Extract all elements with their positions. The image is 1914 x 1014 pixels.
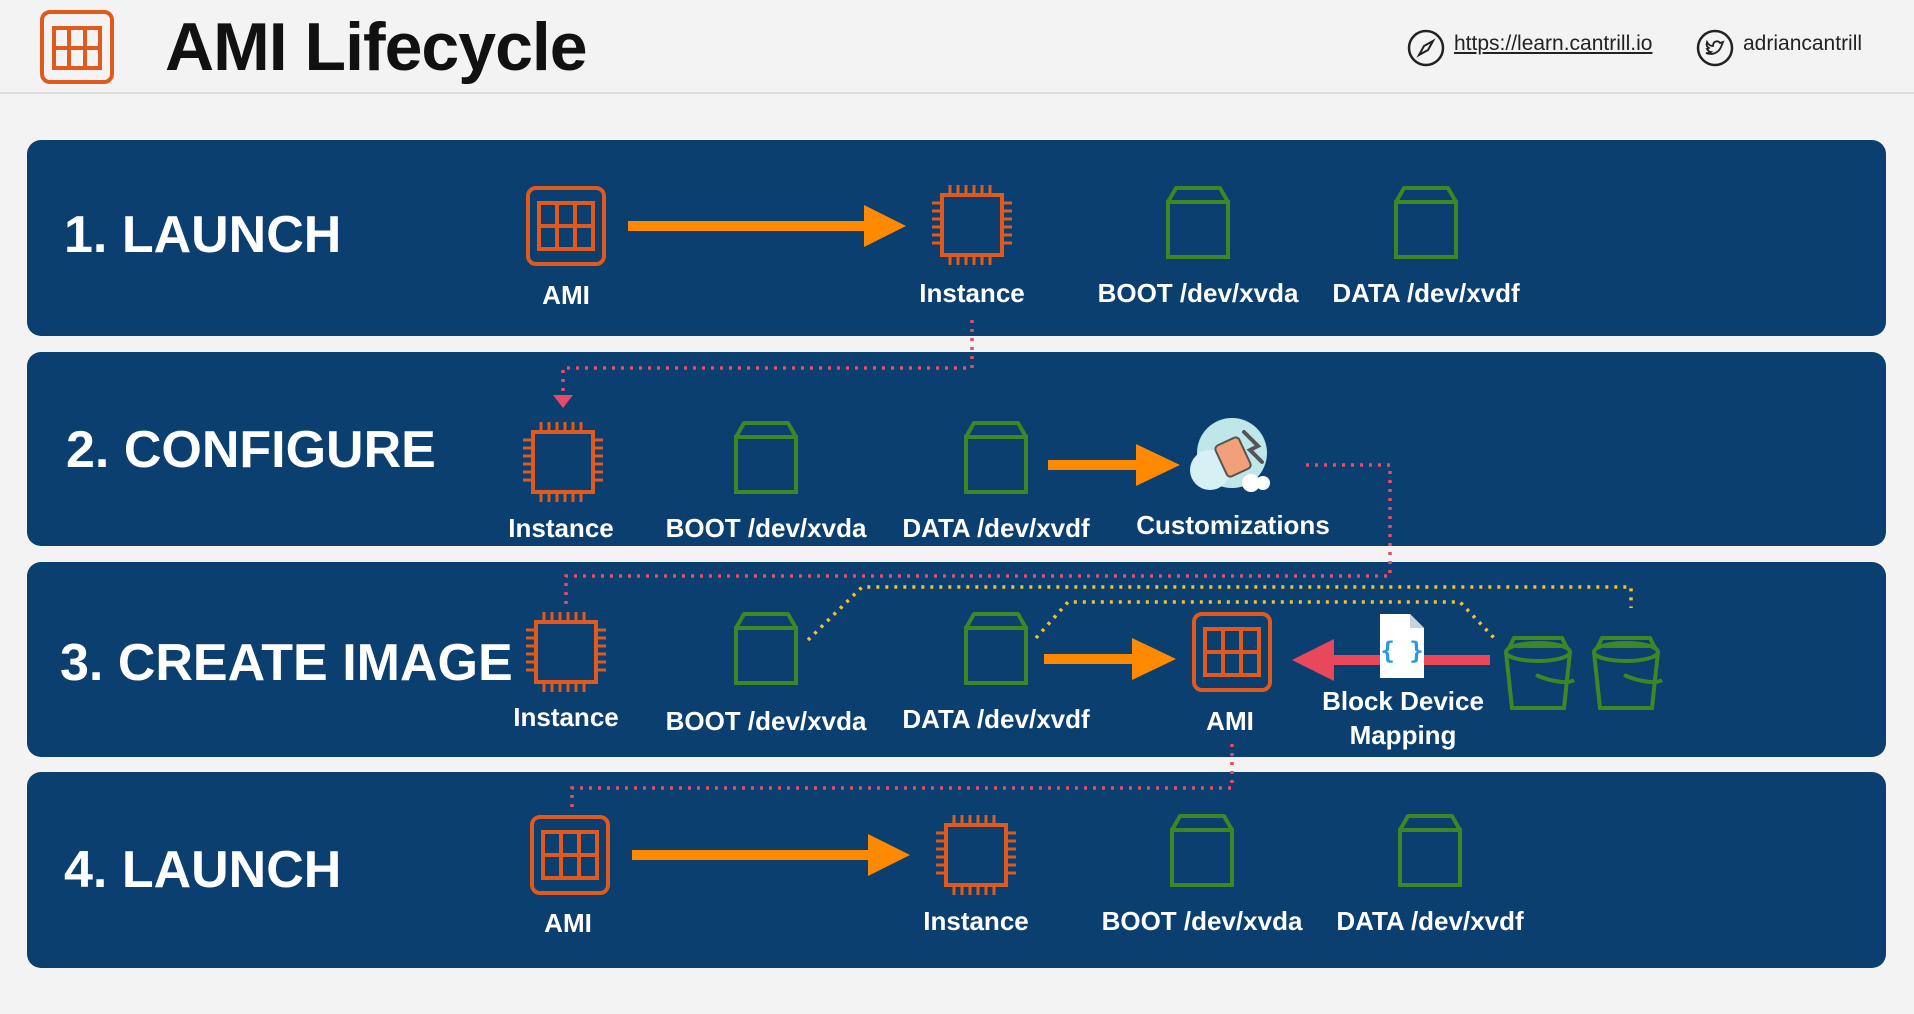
instance-label: Instance: [923, 906, 1029, 936]
block-device-mapping-icon: { }: [1380, 614, 1424, 678]
instance-label: Instance: [919, 278, 1025, 308]
boot-volume-label: BOOT /dev/xvda: [665, 513, 867, 543]
data-volume-label: DATA /dev/xvdf: [902, 704, 1090, 734]
block-device-mapping-label-line1: Block Device: [1322, 686, 1484, 716]
stage-band-configure: [27, 352, 1886, 546]
stage-band-launch-4: [27, 772, 1886, 968]
ami-label: AMI: [542, 280, 590, 310]
twitter-icon: [1696, 29, 1734, 67]
launch-arrow-head: [864, 205, 906, 247]
data-volume-label: DATA /dev/xvdf: [1332, 278, 1520, 308]
compass-icon: [1407, 29, 1445, 67]
s3-bucket-icon: [1504, 636, 1576, 710]
ebs-volume-icon: [1170, 814, 1234, 887]
ebs-volume-icon: [734, 612, 798, 685]
instance-chip-icon: [934, 813, 1018, 897]
ebs-volume-icon: [734, 421, 798, 494]
ami-icon: [1192, 612, 1272, 692]
ebs-volume-icon: [1398, 814, 1462, 887]
boot-volume-label: BOOT /dev/xvda: [665, 706, 867, 736]
stage-band-create-image: [27, 562, 1886, 757]
customize-arrow-head: [1136, 444, 1180, 486]
customizations-icon: [1190, 418, 1270, 492]
dotted-connector: [570, 744, 1234, 810]
twitter-handle[interactable]: adriancantrill: [1743, 32, 1863, 55]
stage-title-create-image: 3. CREATE IMAGE: [60, 634, 513, 692]
dotted-connector-yellow: [806, 585, 1633, 642]
ami-logo-icon: [40, 10, 114, 84]
page-title: AMI Lifecycle: [165, 9, 588, 85]
stage-title-launch-4: 4. LAUNCH: [64, 841, 342, 899]
header: AMI Lifecycle https://learn.cantrill.io …: [0, 0, 1914, 94]
data-volume-label: DATA /dev/xvdf: [902, 513, 1090, 543]
mapping-arrow-head: [1292, 639, 1334, 681]
ebs-volume-icon: [964, 421, 1028, 494]
stage-band-launch-1: [27, 140, 1886, 336]
data-volume-label: DATA /dev/xvdf: [1336, 906, 1524, 936]
boot-volume-label: BOOT /dev/xvda: [1097, 278, 1299, 308]
create-image-arrow-head: [1132, 638, 1176, 680]
ami-label: AMI: [1206, 706, 1254, 736]
instance-chip-icon: [524, 610, 608, 694]
website-link[interactable]: https://learn.cantrill.io: [1454, 32, 1653, 55]
ebs-volume-icon: [1394, 186, 1458, 259]
instance-chip-icon: [521, 420, 605, 504]
block-device-mapping-label-line2: Mapping: [1349, 720, 1457, 750]
instance-chip-icon: [930, 183, 1014, 267]
boot-volume-label: BOOT /dev/xvda: [1101, 906, 1303, 936]
dotted-connector-yellow: [1034, 600, 1498, 642]
customizations-label: Customizations: [1136, 510, 1330, 540]
stage-title-configure: 2. CONFIGURE: [66, 421, 436, 479]
connector-arrow-head: [553, 395, 573, 408]
svg-text:{ }: { }: [1380, 637, 1423, 665]
dotted-connector: [564, 463, 1392, 604]
instance-label: Instance: [513, 702, 619, 732]
ebs-volume-icon: [1166, 186, 1230, 259]
ami-icon: [530, 815, 610, 895]
instance-label: Instance: [508, 513, 614, 543]
launch-arrow-head: [868, 834, 910, 876]
ebs-volume-icon: [964, 612, 1028, 685]
ami-icon: [526, 186, 606, 266]
stage-title-launch-1: 1. LAUNCH: [64, 206, 342, 264]
ami-label: AMI: [544, 908, 592, 938]
dotted-connector: [561, 320, 974, 398]
s3-bucket-icon: [1592, 636, 1664, 710]
